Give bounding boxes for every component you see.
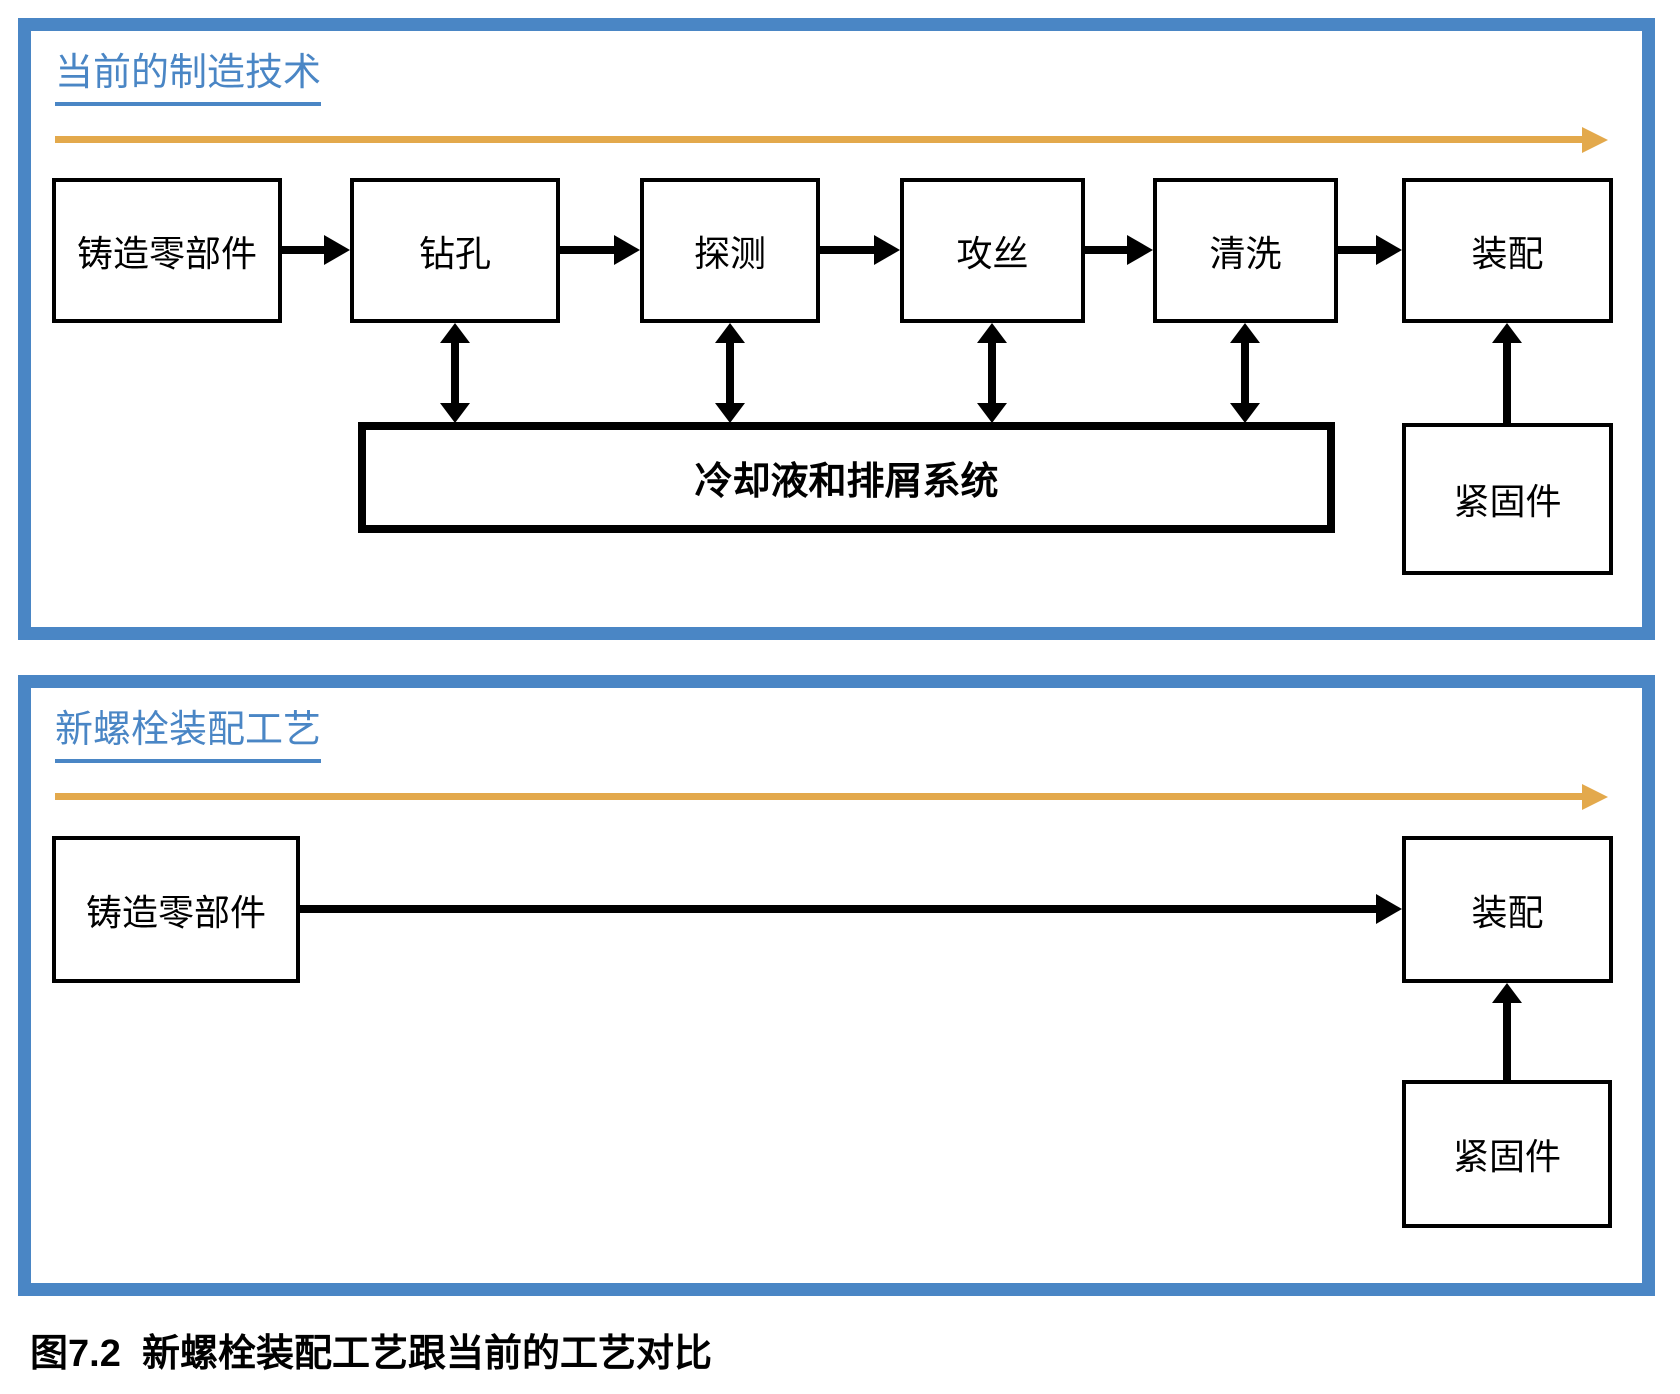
flow-arrow-icon <box>282 235 350 265</box>
flow-arrowhead-icon <box>324 235 350 265</box>
box-cast-parts: 铸造零部件 <box>52 836 300 983</box>
timeline-arrow-line <box>55 136 1590 143</box>
current-process-panel: 当前的制造技术 铸造零部件 钻孔 探测 攻丝 清洗 装配 冷却液和排屑系统 紧固… <box>18 18 1655 640</box>
box-probing: 探测 <box>640 178 820 323</box>
bidirectional-arrow-icon <box>440 323 470 423</box>
box-assembly: 装配 <box>1402 178 1613 323</box>
new-process-panel: 新螺栓装配工艺 铸造零部件 装配 紧固件 <box>18 675 1655 1296</box>
panel2-title: 新螺栓装配工艺 <box>55 709 322 763</box>
up-arrow-icon <box>1492 983 1522 1080</box>
flow-arrowhead-icon <box>1376 235 1402 265</box>
flow-arrowhead-icon <box>614 235 640 265</box>
bidirectional-arrow-icon <box>715 323 745 423</box>
panel1-title: 当前的制造技术 <box>55 52 322 106</box>
flow-arrowhead-icon <box>1376 894 1402 924</box>
flow-arrowhead-icon <box>874 235 900 265</box>
figure-caption: 图7.2 新螺栓装配工艺跟当前的工艺对比 <box>30 1333 712 1375</box>
timeline-arrowhead-icon <box>1582 127 1608 153</box>
flow-arrow-icon <box>820 235 900 265</box>
box-coolant-chip-system: 冷却液和排屑系统 <box>358 422 1335 533</box>
box-tapping: 攻丝 <box>900 178 1085 323</box>
box-cleaning: 清洗 <box>1153 178 1338 323</box>
box-drilling: 钻孔 <box>350 178 560 323</box>
bidirectional-arrow-icon <box>977 323 1007 423</box>
box-cast-parts: 铸造零部件 <box>52 178 282 323</box>
timeline-arrow-icon <box>55 127 1608 153</box>
bidirectional-arrow-icon <box>1230 323 1260 423</box>
flow-arrow-icon <box>560 235 640 265</box>
timeline-arrowhead-icon <box>1582 784 1608 810</box>
flow-arrow-icon <box>1085 235 1153 265</box>
flow-arrowhead-icon <box>1127 235 1153 265</box>
box-assembly: 装配 <box>1402 836 1613 983</box>
timeline-arrow-icon <box>55 784 1608 810</box>
up-arrow-icon <box>1492 323 1522 423</box>
box-fasteners: 紧固件 <box>1402 1080 1612 1228</box>
timeline-arrow-line <box>55 793 1590 800</box>
flow-arrow-icon <box>300 894 1402 924</box>
flow-arrow-icon <box>1338 235 1402 265</box>
box-fasteners: 紧固件 <box>1402 423 1613 575</box>
